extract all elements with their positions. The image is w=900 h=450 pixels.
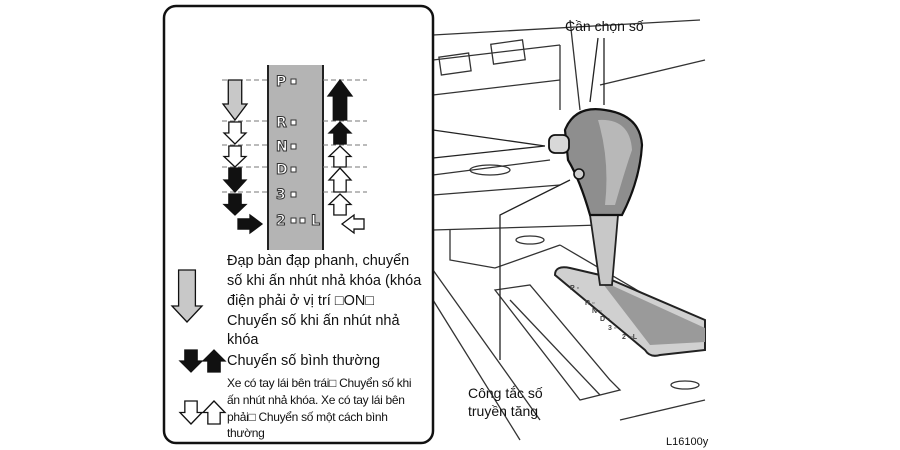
svg-text:P ▫: P ▫ bbox=[570, 285, 579, 292]
legend-gray-arrow-icon bbox=[170, 269, 204, 323]
arrow-right-black-icon bbox=[237, 213, 264, 235]
legend-black-up-icon bbox=[201, 349, 227, 373]
arrow-down-black-icon bbox=[222, 193, 248, 216]
arrow-down-white-icon bbox=[222, 121, 248, 145]
gear-2: 2 bbox=[276, 213, 287, 229]
gear-dividers bbox=[222, 79, 367, 193]
svg-text:R ▫: R ▫ bbox=[585, 300, 594, 307]
legend-note-line-2: ấn nhút nhả khóa. Xe có tay lái bên bbox=[227, 393, 405, 407]
gear-p: P bbox=[275, 74, 287, 90]
arrow-up-black-icon bbox=[326, 78, 354, 121]
gear-d: D bbox=[276, 162, 289, 178]
shift-lever-label: Cần chọn số bbox=[565, 18, 644, 34]
legend-button-line-1: Chuyển số khi ấn nhút nhả bbox=[227, 313, 400, 329]
gear-3: 3 bbox=[276, 187, 287, 203]
arrow-down-gray-icon bbox=[221, 79, 249, 122]
legend-white-up-icon bbox=[201, 400, 227, 425]
shift-lock-button bbox=[548, 134, 570, 154]
legend-white-down-icon bbox=[178, 400, 204, 425]
arrow-up-white-icon bbox=[327, 145, 353, 168]
console-drawing bbox=[432, 19, 706, 441]
svg-text:2 ▫▫L: 2 ▫▫L bbox=[622, 334, 638, 341]
gear-n: N bbox=[276, 139, 289, 155]
arrow-down-white-icon bbox=[222, 145, 248, 168]
arrow-up-black-icon bbox=[327, 121, 353, 145]
svg-text:N ▫: N ▫ bbox=[592, 308, 601, 315]
overdrive-button bbox=[573, 168, 585, 180]
legend-black-down-icon bbox=[178, 349, 204, 373]
legend-brake-line-2: số khi ấn nhút nhả khóa (khóa bbox=[227, 273, 422, 289]
svg-text:D ▫: D ▫ bbox=[600, 316, 609, 323]
legend-normal-shift: Chuyển số bình thường bbox=[227, 353, 381, 369]
overdrive-switch-label-1: Công tắc số bbox=[468, 385, 543, 401]
arrow-up-white-icon bbox=[327, 193, 353, 216]
arrow-down-black-icon bbox=[222, 167, 248, 193]
legend-note-line-4: thường bbox=[227, 426, 265, 440]
svg-text:3 ▫: 3 ▫ bbox=[608, 325, 616, 332]
legend-brake-line-3: điện phải ở vị trí □ON□ bbox=[227, 293, 375, 309]
legend-note-line-3: phải□ Chuyển số một cách bình bbox=[227, 410, 388, 424]
arrow-left-white-icon bbox=[340, 213, 365, 235]
overdrive-switch-label-2: truyền tăng bbox=[468, 403, 539, 419]
legend-button-line-2: khóa bbox=[227, 332, 259, 348]
gate-labels: P ▫ R ▫N ▫D ▫ 3 ▫ 2 ▫▫L bbox=[570, 285, 638, 341]
legend-note-line-1: Xe có tay lái bên trái□ Chuyển số khi bbox=[227, 376, 412, 390]
gear-l: L bbox=[311, 213, 321, 229]
arrow-up-white-icon bbox=[327, 167, 353, 193]
legend-brake-line-1: Đạp bàn đạp phanh, chuyển bbox=[227, 253, 410, 269]
figure-code: L16100y bbox=[666, 436, 709, 448]
gear-r: R bbox=[276, 115, 288, 131]
